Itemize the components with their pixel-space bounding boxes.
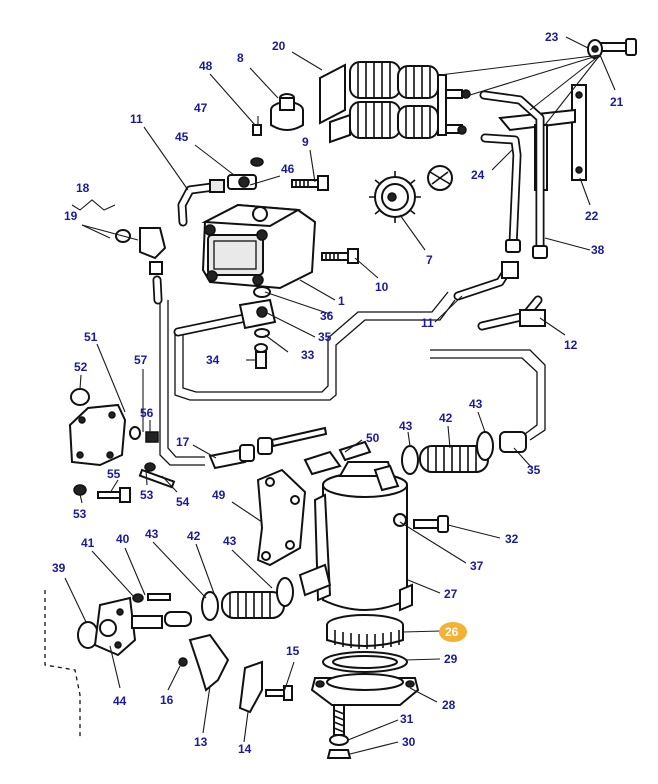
- callout-26-highlight[interactable]: 26: [439, 622, 467, 642]
- spring-assembly-part: [319, 61, 471, 144]
- bolt-part: [587, 38, 637, 59]
- callout-7[interactable]: 7: [426, 253, 433, 267]
- elbow-fitting-part: [115, 227, 167, 305]
- callout-38[interactable]: 38: [591, 243, 605, 257]
- callout-49[interactable]: 49: [212, 488, 226, 502]
- callout-28[interactable]: 28: [442, 698, 456, 712]
- callout-35-upper[interactable]: 35: [318, 330, 332, 344]
- callout-30[interactable]: 30: [402, 735, 416, 749]
- gear-part: [369, 165, 453, 223]
- callout-44[interactable]: 44: [113, 694, 127, 708]
- callout-47[interactable]: 47: [194, 101, 208, 115]
- cylinder-housing-part: [298, 461, 413, 612]
- callout-33[interactable]: 33: [301, 348, 315, 362]
- cover-plate-part: [68, 388, 159, 467]
- callout-22[interactable]: 22: [585, 209, 599, 223]
- callout-15[interactable]: 15: [286, 644, 300, 658]
- callout-21[interactable]: 21: [610, 95, 624, 109]
- callout-35-lower[interactable]: 35: [527, 463, 541, 477]
- callout-16[interactable]: 16: [160, 693, 174, 707]
- callout-26[interactable]: 26: [445, 625, 459, 639]
- callout-50[interactable]: 50: [366, 431, 380, 445]
- line-art: [44, 38, 637, 759]
- callout-43-upper-a[interactable]: 43: [399, 419, 413, 433]
- bolt-part: [291, 175, 329, 191]
- callout-46[interactable]: 46: [281, 162, 295, 176]
- callout-13[interactable]: 13: [194, 735, 208, 749]
- callout-27[interactable]: 27: [444, 587, 458, 601]
- callout-10[interactable]: 10: [375, 280, 389, 294]
- bracket-part: [256, 468, 307, 567]
- callout-36[interactable]: 36: [320, 309, 334, 323]
- callout-14[interactable]: 14: [238, 742, 252, 756]
- callout-23[interactable]: 23: [545, 30, 559, 44]
- callout-45[interactable]: 45: [175, 130, 189, 144]
- callout-29[interactable]: 29: [444, 652, 458, 666]
- flange-part: [93, 596, 192, 657]
- callout-12[interactable]: 12: [564, 338, 578, 352]
- cap-part: [270, 93, 304, 131]
- callout-43-lower-b[interactable]: 43: [145, 527, 159, 541]
- highlight-badge: [439, 622, 467, 642]
- callout-20[interactable]: 20: [272, 39, 286, 53]
- leader-lines: [64, 36, 616, 755]
- callout-11-lower[interactable]: 11: [421, 316, 434, 330]
- callout-17[interactable]: 17: [176, 435, 190, 449]
- callout-37[interactable]: 37: [470, 559, 484, 573]
- callout-55[interactable]: 55: [107, 467, 121, 481]
- callout-11-upper[interactable]: 11: [130, 112, 143, 126]
- callout-34[interactable]: 34: [206, 353, 220, 367]
- callout-43-upper-b[interactable]: 43: [469, 397, 483, 411]
- callout-52[interactable]: 52: [74, 360, 88, 374]
- callout-53-a[interactable]: 53: [140, 488, 154, 502]
- ring-gear-part: [326, 614, 404, 649]
- pump-housing-part: [201, 203, 317, 290]
- callout-39[interactable]: 39: [52, 561, 66, 575]
- callout-19[interactable]: 19: [64, 209, 78, 223]
- base-flange-part: [310, 673, 420, 706]
- callout-41[interactable]: 41: [81, 536, 95, 550]
- hose-part: [401, 431, 527, 475]
- callout-32[interactable]: 32: [505, 532, 519, 546]
- callout-48[interactable]: 48: [199, 59, 213, 73]
- callout-1[interactable]: 1: [338, 294, 345, 308]
- callout-56[interactable]: 56: [140, 406, 154, 420]
- callout-53-b[interactable]: 53: [73, 507, 87, 521]
- callout-51[interactable]: 51: [84, 330, 98, 344]
- callout-8[interactable]: 8: [237, 51, 244, 65]
- callout-40[interactable]: 40: [116, 532, 130, 546]
- callout-54[interactable]: 54: [176, 495, 190, 509]
- callout-42-upper[interactable]: 42: [439, 411, 453, 425]
- callout-labels: 1 7 8 9 10 11 11 12 13 14 15 16 17 18 19…: [52, 30, 624, 756]
- callout-24[interactable]: 24: [471, 168, 485, 182]
- callout-57[interactable]: 57: [134, 353, 148, 367]
- callout-9[interactable]: 9: [302, 135, 309, 149]
- callout-18[interactable]: 18: [76, 181, 90, 195]
- callout-43-lower-a[interactable]: 43: [223, 534, 237, 548]
- callout-31[interactable]: 31: [400, 712, 414, 726]
- callout-42-lower[interactable]: 42: [187, 529, 201, 543]
